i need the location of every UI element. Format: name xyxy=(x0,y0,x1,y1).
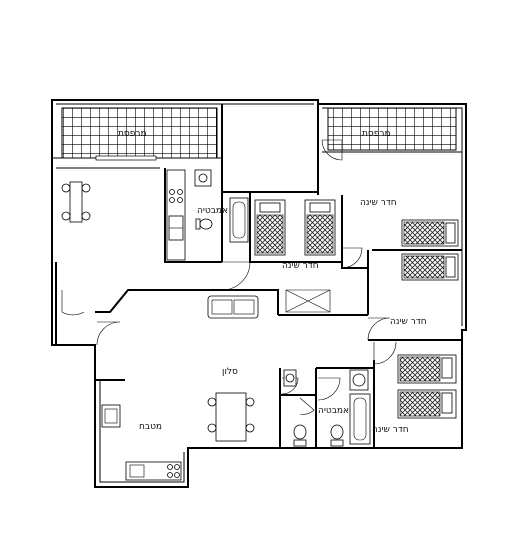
balcony-right xyxy=(322,107,462,153)
bed-right-top xyxy=(401,219,459,247)
label-bath-bottom: אמבטיה xyxy=(318,406,349,416)
sofa xyxy=(207,295,259,319)
central-void xyxy=(221,104,319,193)
balcony-left xyxy=(52,107,222,161)
label-bedroom-center: חדר שינה xyxy=(282,261,319,271)
beds-right-bottom xyxy=(397,354,457,419)
bed-right-middle xyxy=(401,253,459,281)
label-living: סלון xyxy=(222,367,238,377)
label-balcony-left: מרפסת xyxy=(118,129,147,139)
dining-table-living xyxy=(207,392,255,442)
kitchen-counter-top xyxy=(166,169,212,261)
label-kitchen: מטבח xyxy=(139,422,162,432)
dining-table-top xyxy=(61,181,91,223)
label-bedroom-right-bottom: חדר שינה xyxy=(372,425,409,435)
doors xyxy=(61,139,397,415)
label-bedroom-right-middle: חדר שינה xyxy=(390,317,427,327)
label-bath-top: אמבטיה xyxy=(197,206,228,216)
kitchen-bottom-fixtures xyxy=(101,404,182,481)
label-balcony-right: מרפסת xyxy=(362,129,391,139)
bath-bottom-fixtures xyxy=(283,369,371,447)
beds-center-bedroom xyxy=(254,199,336,256)
bath-top-fixtures xyxy=(195,197,249,243)
room-labels: מרפסת מרפסת אמבטיה חדר שינה חדר שינה חדר… xyxy=(118,129,427,435)
label-bedroom-right-top: חדר שינה xyxy=(360,198,397,208)
